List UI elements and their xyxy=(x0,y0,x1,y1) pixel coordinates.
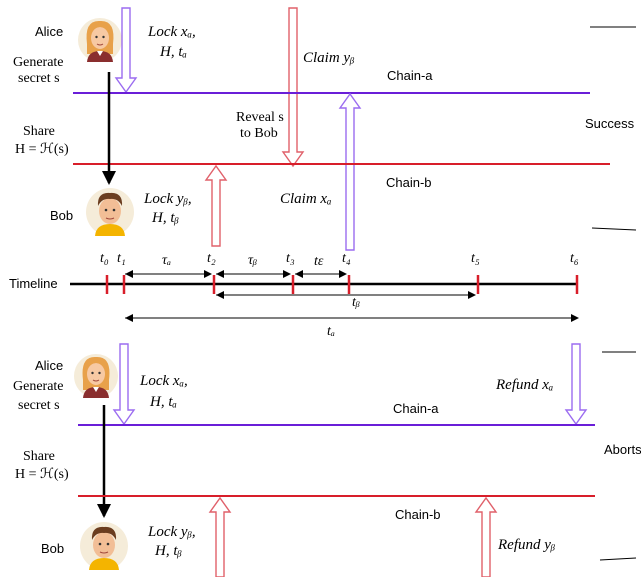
timeline-ticks: t₀ t₁ t₂ t₃ t₄ t₅ t₆ xyxy=(100,251,579,294)
outcome-success: Success xyxy=(585,116,635,131)
chain-a-label-abort: Chain-a xyxy=(393,401,439,416)
alice-lock-arrow xyxy=(114,7,138,94)
timeline-tick-label-1: t₁ xyxy=(117,251,126,266)
refund-xa-text: Refund xₐ xyxy=(495,377,553,393)
bob-lock-text-2: H, tᵦ xyxy=(151,210,179,226)
generate-label-abort-2: secret s xyxy=(18,398,60,413)
bob-lock-text-abort-2: H, tᵦ xyxy=(154,543,182,559)
timeline-tick-label-0: t₀ xyxy=(100,251,109,266)
claim-xa-text: Claim xₐ xyxy=(280,191,331,207)
chain-a-label: Chain-a xyxy=(387,68,433,83)
timeline-tick-label-2: t₂ xyxy=(207,251,216,266)
chain-b-label: Chain-b xyxy=(386,175,432,190)
outcome-aborts: Aborts xyxy=(604,442,641,457)
generate-label-2: secret s xyxy=(18,71,60,86)
refund-yb-text: Refund yᵦ xyxy=(497,537,555,553)
alice-lock-text-abort-2: H, tₐ xyxy=(149,394,177,410)
t-eps-label: tε xyxy=(314,254,324,269)
alice-name: Alice xyxy=(35,24,63,39)
tau-b-label: τᵦ xyxy=(248,253,257,268)
ta-label: tₐ xyxy=(327,324,335,339)
claim-xa-arrow xyxy=(338,92,362,251)
bob-lock-arrow xyxy=(204,164,228,247)
timeline-label: Timeline xyxy=(9,276,58,291)
alice-lock-text-abort: Lock xₐ, xyxy=(139,373,188,389)
generate-label-abort: Generate xyxy=(13,379,64,394)
bob-avatar xyxy=(86,188,134,236)
bob-name: Bob xyxy=(50,208,73,223)
reveal-text-2: to Bob xyxy=(240,126,278,141)
alice-lock-text: Lock xₐ, xyxy=(147,24,196,40)
bob-lock-text-abort: Lock yᵦ, xyxy=(147,524,196,540)
separator-abort-bottom xyxy=(599,557,637,561)
timeline-tick-label-3: t₃ xyxy=(286,251,295,266)
share-label-abort: Share xyxy=(23,449,55,464)
separator-mid xyxy=(591,227,637,231)
share-formula-abort: H = ℋ(s) xyxy=(15,467,69,482)
claim-yb-text: Claim yᵦ xyxy=(303,50,354,66)
refund-xa-arrow xyxy=(564,343,588,426)
alice-name-abort: Alice xyxy=(35,358,63,373)
chain-b-label-abort: Chain-b xyxy=(395,507,441,522)
share-label: Share xyxy=(23,124,55,139)
alice-avatar xyxy=(78,18,122,62)
bob-name-abort: Bob xyxy=(41,541,64,556)
bob-lock-text: Lock yᵦ, xyxy=(143,191,192,207)
alice-lock-arrow-abort xyxy=(112,343,136,426)
alice-lock-text-2: H, tₐ xyxy=(159,44,187,60)
timeline-tick-label-5: t₅ xyxy=(471,251,480,266)
alice-avatar xyxy=(74,354,118,398)
bob-avatar xyxy=(80,522,128,570)
tb-label: tᵦ xyxy=(352,295,360,310)
bob-lock-arrow-abort xyxy=(208,496,232,577)
refund-yb-arrow xyxy=(474,496,498,577)
claim-yb-arrow xyxy=(281,7,305,168)
timeline-tick-label-4: t₄ xyxy=(342,251,351,266)
share-formula: H = ℋ(s) xyxy=(15,142,69,157)
tau-a-label: τₐ xyxy=(162,253,171,268)
reveal-text: Reveal s xyxy=(236,110,284,125)
timeline-tick-label-6: t₆ xyxy=(570,251,579,266)
generate-label: Generate xyxy=(13,55,64,70)
